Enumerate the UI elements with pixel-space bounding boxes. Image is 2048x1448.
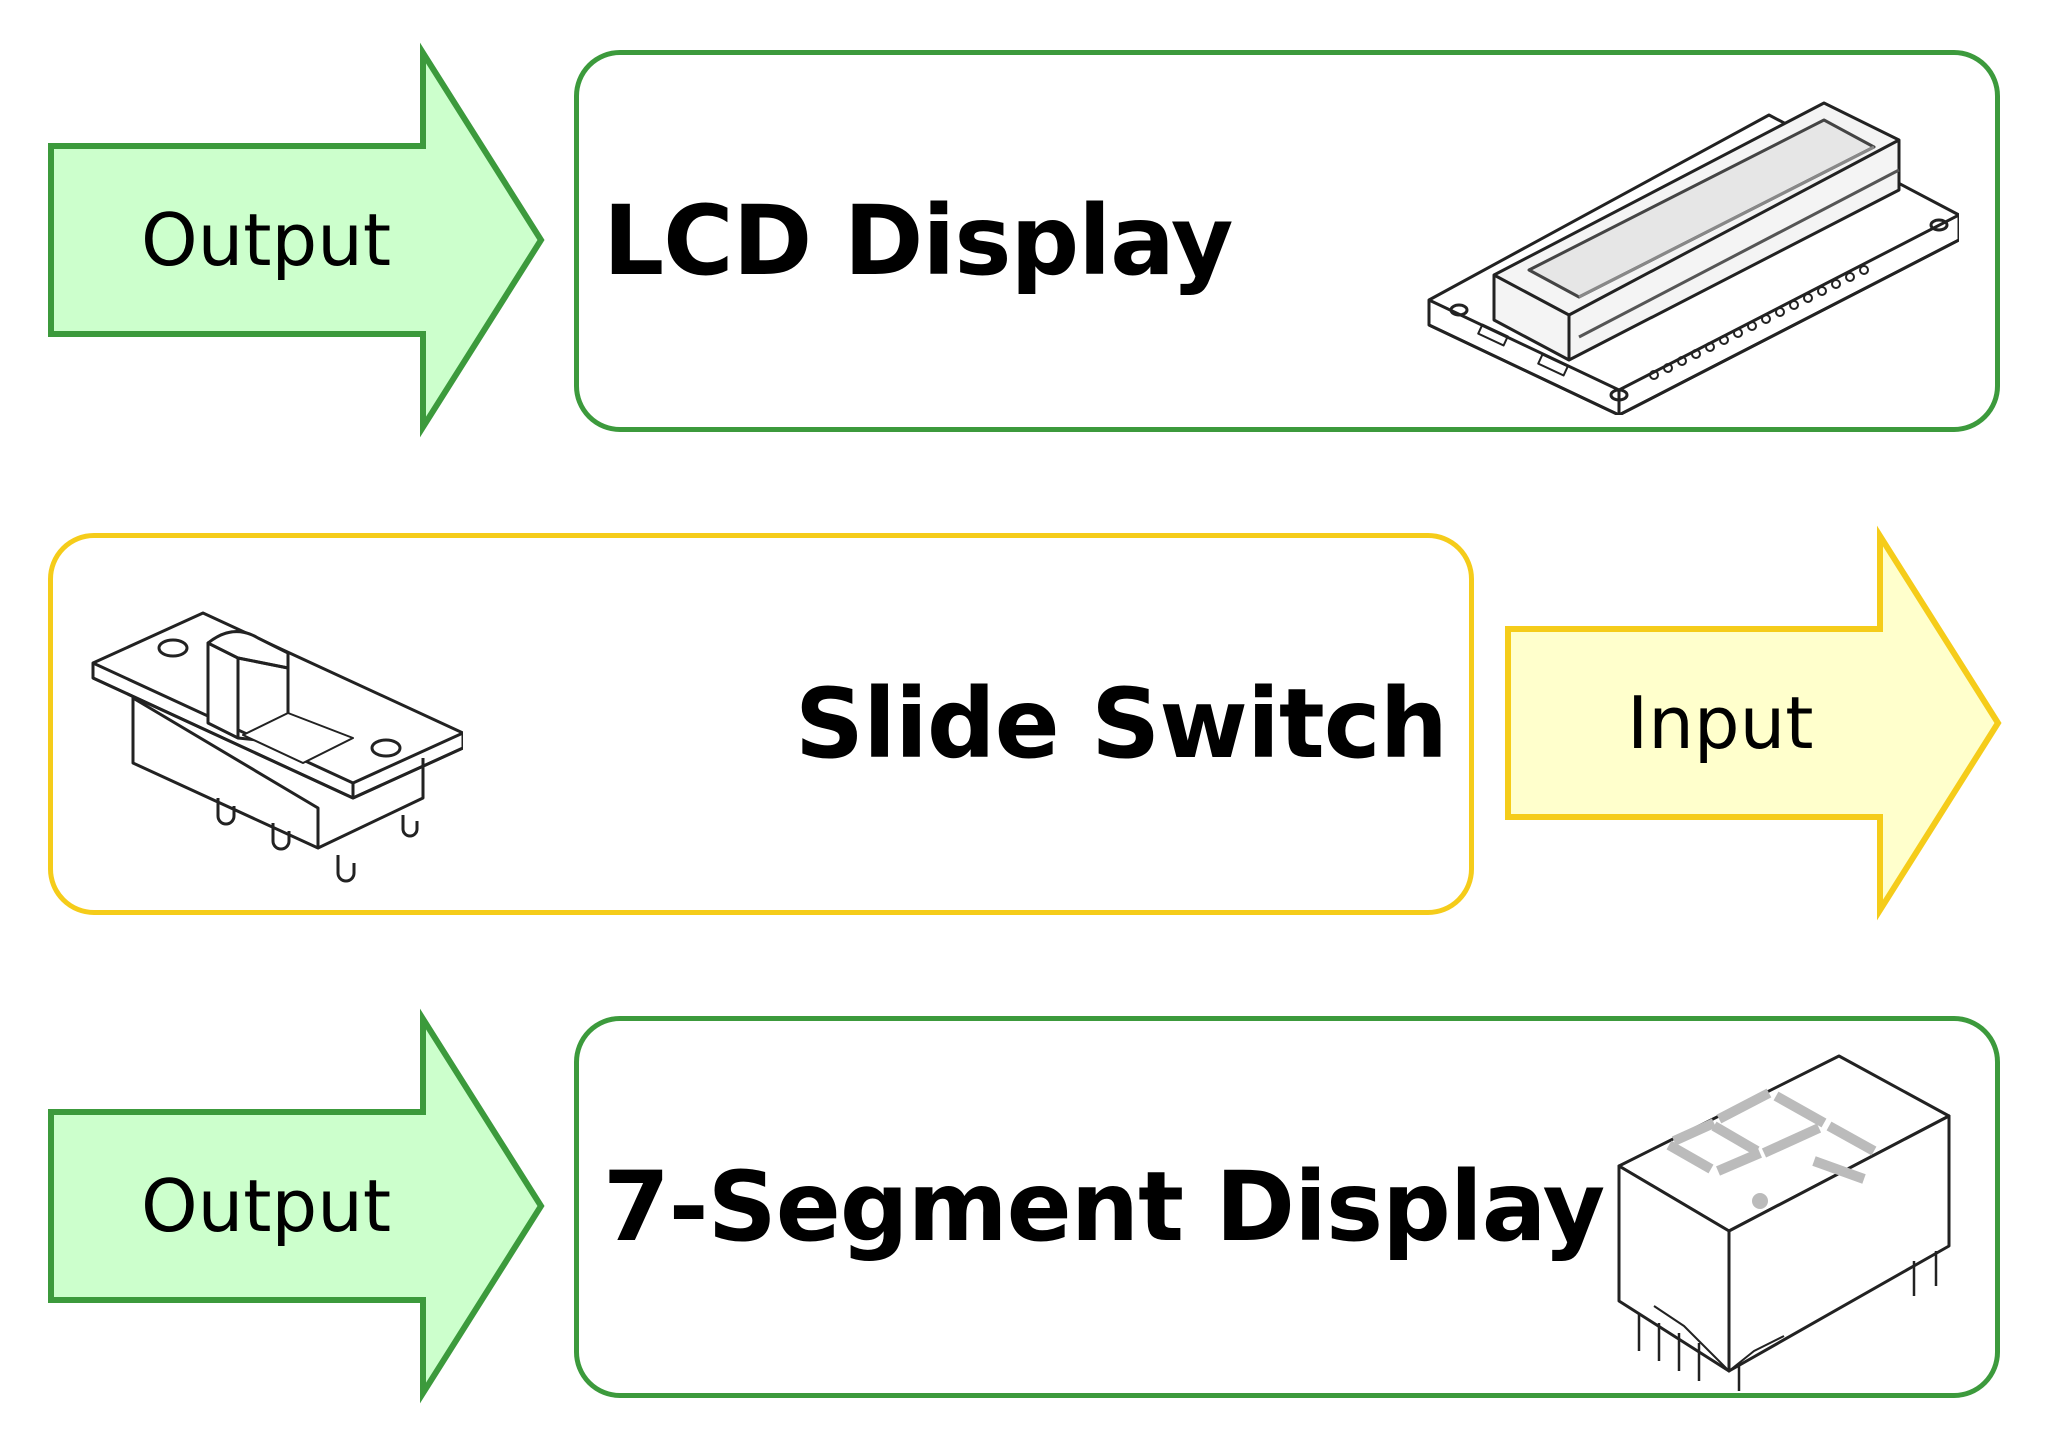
arrow-label-input: Input (1627, 681, 1814, 765)
slide-switch-panel: Slide Switch (48, 533, 1474, 915)
panel-title-seven-segment-display: 7-Segment Display (603, 1151, 1605, 1263)
output-arrow-seven-segment: Output (48, 1008, 548, 1404)
panel-title-lcd-display: LCD Display (603, 185, 1233, 297)
seven-segment-display-panel: 7-Segment Display (574, 1016, 2000, 1398)
lcd-display-panel: LCD Display (574, 50, 2000, 432)
panel-title-slide-switch: Slide Switch (794, 668, 1448, 780)
input-arrow-slide-switch: Input (1505, 525, 2005, 921)
seven-segment-display-icon (1614, 1051, 1954, 1391)
arrow-label-output: Output (141, 198, 392, 282)
output-arrow-lcd: Output (48, 42, 548, 438)
slide-switch-icon (83, 583, 463, 883)
lcd-display-icon (1419, 75, 1959, 415)
arrow-label-output: Output (141, 1164, 392, 1248)
